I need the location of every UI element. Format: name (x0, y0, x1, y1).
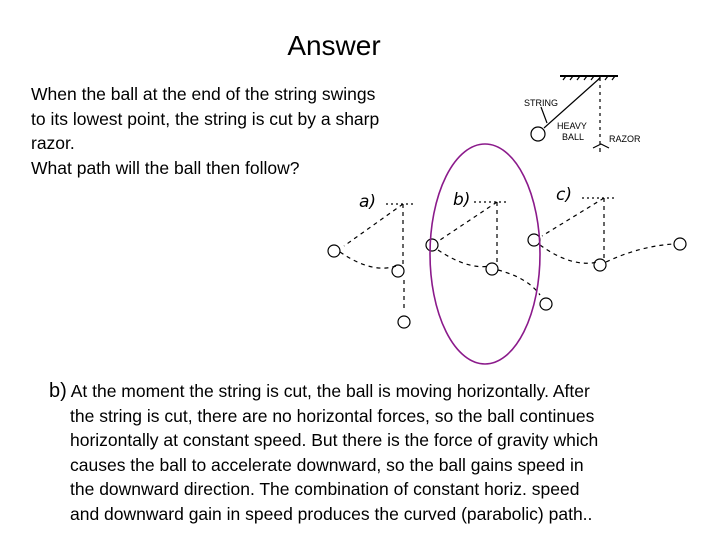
option-b-cut-ball (485, 262, 499, 276)
answer-line: and downward gain in speed produces the … (70, 503, 593, 524)
inset-razor (592, 143, 610, 152)
inset-diagram (530, 75, 618, 152)
answer-first-line-text: At the moment the string is cut, the bal… (70, 381, 590, 401)
answer-line: the string is cut, there are no horizont… (70, 405, 595, 426)
option-c-string (541, 197, 605, 237)
option-c-swing-arc (539, 244, 599, 264)
option-b-parabola (497, 269, 541, 296)
option-b-label: b) (453, 190, 470, 210)
answer-first-line: b) At the moment the string is cut, the … (49, 379, 689, 404)
option-b-diagram (425, 201, 553, 311)
inset-string (543, 77, 601, 129)
inset-string-label: STRING (524, 98, 558, 108)
question-text: When the ball at the end of the string s… (31, 82, 441, 180)
answer-line: horizontally at constant speed. But ther… (70, 430, 599, 450)
inset-string-pointer (540, 106, 548, 124)
option-c-diagram (527, 197, 687, 272)
answer-text: b) At the moment the string is cut, the … (49, 379, 689, 526)
answer-line: the downward direction. The combination … (70, 479, 580, 499)
question-line: What path will the ball then follow? (31, 157, 300, 178)
inset-razor-label: RAZOR (609, 134, 641, 144)
inset-heavy-label: HEAVY (557, 121, 587, 131)
answer-line: causes the ball to accelerate downward, … (70, 454, 584, 475)
option-b-swing-arc (437, 249, 491, 268)
question-line: razor. (31, 133, 75, 153)
option-a-cut-ball (391, 264, 405, 278)
answer-letter: b) (49, 380, 67, 402)
option-c-cut-ball (593, 258, 607, 272)
inset-heavy-ball (530, 126, 546, 142)
option-a-diagram (327, 203, 414, 329)
option-a-end-ball (397, 315, 411, 329)
question-line: to its lowest point, the string is cut b… (31, 108, 380, 129)
question-line: When the ball at the end of the string s… (31, 84, 376, 104)
option-b-start-ball (425, 238, 439, 252)
option-a-start-ball (327, 244, 341, 258)
option-c-start-ball (527, 233, 541, 247)
inset-ball-label: BALL (562, 132, 584, 142)
option-a-swing-arc (339, 251, 397, 269)
option-c-label: c) (556, 185, 572, 205)
option-c-path (605, 243, 675, 263)
option-a-label: a) (359, 192, 376, 212)
answer-highlight-ellipse (429, 143, 541, 365)
option-b-end-ball (539, 297, 553, 311)
slide-title: Answer (287, 30, 381, 61)
option-c-end-ball (673, 237, 687, 251)
option-b-string (439, 201, 498, 241)
